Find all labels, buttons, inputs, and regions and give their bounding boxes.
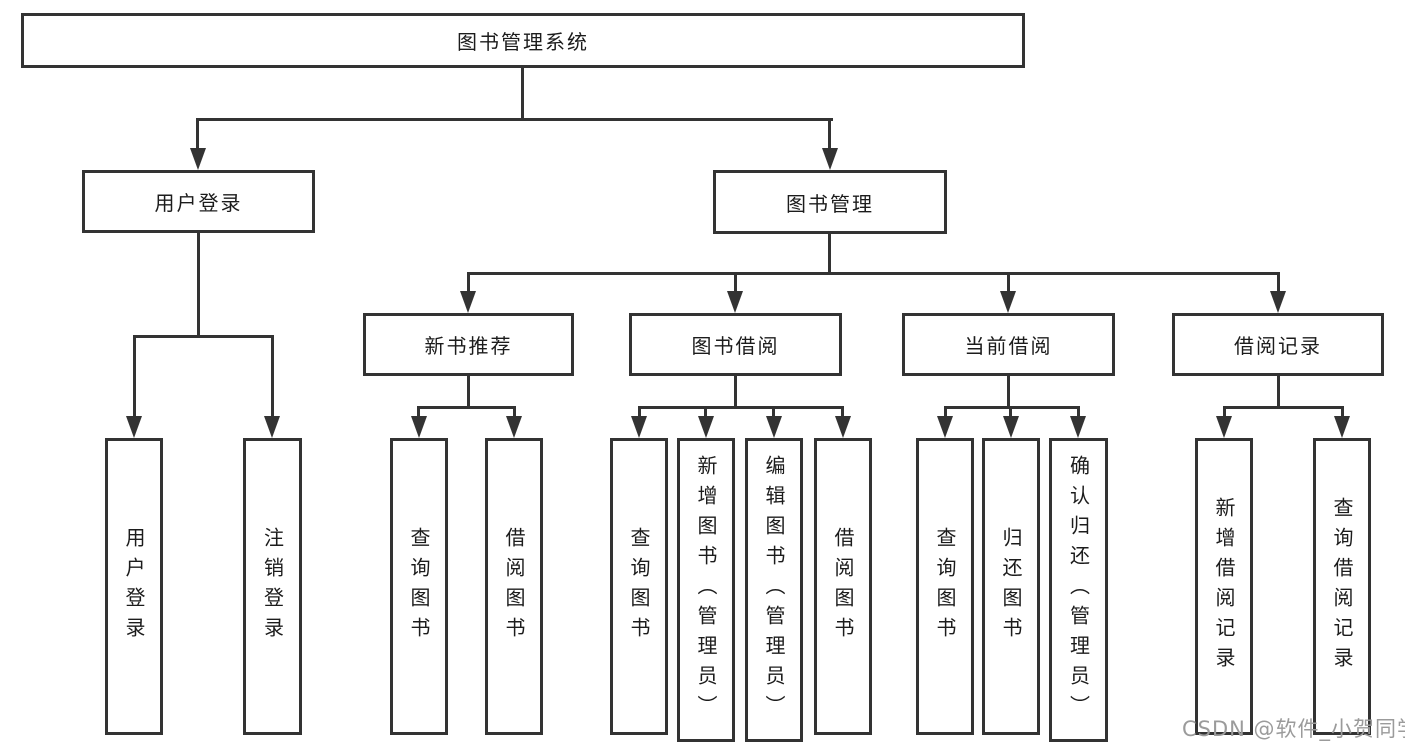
arrow-to-borrow-leaf3 bbox=[766, 416, 782, 438]
node-borrowing-records: 借阅记录 bbox=[1172, 313, 1384, 376]
leaf-user-login: 用户登录 bbox=[105, 438, 163, 735]
arrow-to-borrow bbox=[727, 291, 743, 313]
leaf-borrow-query-books: 查询图书 bbox=[610, 438, 668, 735]
arrow-to-newbook bbox=[460, 291, 476, 313]
connector-stem-newbook bbox=[467, 272, 470, 294]
connector-newbook-branch bbox=[417, 406, 516, 409]
connector-stem-borrow-leaf3 bbox=[772, 406, 775, 418]
connector-stem-book-management bbox=[828, 118, 831, 150]
node-label: 图书管理 bbox=[786, 191, 874, 216]
leaf-borrow-add-books-admin: 新增图书（管理员） bbox=[677, 438, 735, 742]
connector-stem-newbook-leaf2 bbox=[513, 406, 516, 418]
connector-records-stem bbox=[1277, 376, 1280, 406]
connector-stem-leaf-logout bbox=[271, 335, 274, 418]
leaf-label: 查询图书 bbox=[407, 526, 431, 647]
connector-stem-records bbox=[1277, 272, 1280, 294]
connector-current-stem bbox=[1007, 376, 1010, 406]
leaf-label: 查询图书 bbox=[627, 526, 651, 647]
connector-borrow-branch bbox=[638, 406, 844, 409]
csdn-watermark: CSDN @软件_小贺同学 bbox=[1182, 717, 1405, 741]
leaf-label: 编辑图书（管理员） bbox=[762, 455, 786, 725]
node-label: 用户登录 bbox=[154, 191, 243, 215]
connector-login-branch bbox=[133, 335, 274, 338]
leaf-label: 归还图书 bbox=[999, 526, 1023, 647]
arrow-to-leaf-login bbox=[126, 416, 142, 438]
arrow-to-records bbox=[1270, 291, 1286, 313]
leaf-label: 查询借阅记录 bbox=[1330, 496, 1354, 677]
connector-management-branch bbox=[467, 272, 1280, 275]
arrow-to-book-management bbox=[822, 148, 838, 170]
arrow-to-newbook-leaf2 bbox=[506, 416, 522, 438]
arrow-to-leaf-logout bbox=[264, 416, 280, 438]
connector-newbook-stem bbox=[467, 376, 470, 406]
leaf-records-add-borrow-record: 新增借阅记录 bbox=[1195, 438, 1253, 735]
node-new-book-recommendation: 新书推荐 bbox=[363, 313, 574, 376]
leaf-current-return-books: 归还图书 bbox=[982, 438, 1040, 735]
connector-stem-records-leaf2 bbox=[1341, 406, 1344, 418]
arrow-to-current-leaf1 bbox=[937, 416, 953, 438]
node-library-management-system: 图书管理系统 bbox=[21, 13, 1025, 68]
arrow-to-records-leaf1 bbox=[1216, 416, 1232, 438]
connector-borrow-stem bbox=[734, 376, 737, 406]
leaf-newbook-query-books: 查询图书 bbox=[390, 438, 448, 735]
node-label: 图书借阅 bbox=[691, 334, 780, 358]
leaf-label: 查询图书 bbox=[933, 526, 957, 647]
arrow-to-user-login bbox=[190, 148, 206, 170]
arrow-to-current bbox=[1000, 291, 1016, 313]
connector-management-stem bbox=[828, 234, 831, 272]
leaf-label: 新增借阅记录 bbox=[1212, 496, 1236, 677]
connector-stem-current bbox=[1007, 272, 1010, 294]
leaf-label: 借阅图书 bbox=[502, 526, 526, 647]
leaf-borrow-edit-books-admin: 编辑图书（管理员） bbox=[745, 438, 803, 742]
node-book-management: 图书管理 bbox=[713, 170, 947, 234]
node-current-borrowing: 当前借阅 bbox=[902, 313, 1115, 376]
connector-current-branch bbox=[944, 406, 1080, 409]
leaf-label: 用户登录 bbox=[122, 526, 146, 647]
connector-stem-user-login bbox=[196, 118, 199, 150]
leaf-current-query-books: 查询图书 bbox=[916, 438, 974, 735]
node-user-login: 用户登录 bbox=[82, 170, 315, 233]
node-label: 借阅记录 bbox=[1234, 334, 1322, 358]
arrow-to-records-leaf2 bbox=[1334, 416, 1350, 438]
leaf-label: 注销登录 bbox=[260, 526, 285, 647]
node-label: 新书推荐 bbox=[424, 334, 513, 358]
leaf-logout: 注销登录 bbox=[243, 438, 302, 735]
connector-root-branch bbox=[196, 118, 833, 121]
arrow-to-borrow-leaf2 bbox=[698, 416, 714, 438]
node-label: 图书管理系统 bbox=[457, 30, 589, 54]
connector-stem-current-leaf2 bbox=[1009, 406, 1012, 418]
connector-login-stem bbox=[197, 233, 200, 335]
connector-records-branch bbox=[1223, 406, 1343, 409]
node-label: 当前借阅 bbox=[964, 334, 1053, 358]
leaf-label: 借阅图书 bbox=[831, 526, 855, 647]
arrow-to-current-leaf2 bbox=[1003, 416, 1019, 438]
arrow-to-current-leaf3 bbox=[1070, 416, 1086, 438]
connector-stem-current-leaf3 bbox=[1077, 406, 1080, 418]
arrow-to-borrow-leaf4 bbox=[835, 416, 851, 438]
node-book-borrowing: 图书借阅 bbox=[629, 313, 842, 376]
leaf-newbook-borrow-books: 借阅图书 bbox=[485, 438, 543, 735]
leaf-records-query-borrow-record: 查询借阅记录 bbox=[1313, 438, 1371, 735]
connector-stem-borrow-leaf4 bbox=[841, 406, 844, 418]
leaf-label: 新增图书（管理员） bbox=[694, 455, 718, 725]
connector-stem-borrow bbox=[734, 272, 737, 294]
leaf-label: 确认归还（管理员） bbox=[1066, 455, 1091, 725]
arrow-to-borrow-leaf1 bbox=[631, 416, 647, 438]
connector-root-stem bbox=[521, 68, 524, 118]
leaf-borrow-borrow-books: 借阅图书 bbox=[814, 438, 872, 735]
connector-stem-newbook-leaf1 bbox=[417, 406, 420, 418]
arrow-to-newbook-leaf1 bbox=[411, 416, 427, 438]
connector-stem-borrow-leaf2 bbox=[704, 406, 707, 418]
connector-stem-leaf-login bbox=[133, 335, 136, 418]
leaf-current-confirm-return-admin: 确认归还（管理员） bbox=[1049, 438, 1108, 742]
connector-stem-current-leaf1 bbox=[944, 406, 947, 418]
connector-stem-records-leaf1 bbox=[1223, 406, 1226, 418]
connector-stem-borrow-leaf1 bbox=[638, 406, 641, 418]
